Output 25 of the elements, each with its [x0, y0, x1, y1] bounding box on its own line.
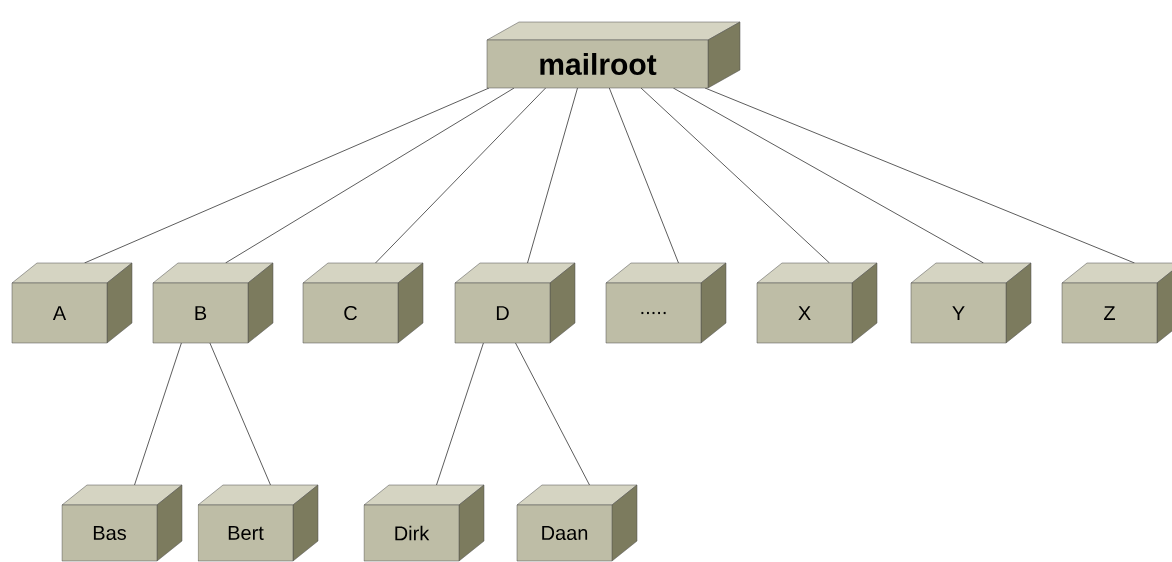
connector-line [436, 342, 484, 486]
connector-line [209, 342, 271, 486]
connector-line [225, 87, 515, 264]
box-node: Bas [61, 484, 183, 562]
box-node: A [11, 262, 133, 344]
box-node: B [152, 262, 274, 344]
connector-line [375, 87, 546, 264]
connector-line [515, 342, 590, 486]
box-node: C [302, 262, 424, 344]
connector-line [134, 342, 182, 486]
box-node: ..... [605, 262, 727, 344]
box-node: Dirk [363, 484, 485, 562]
box-node: D [454, 262, 576, 344]
box-node: Z [1061, 262, 1172, 344]
connector-line [640, 87, 830, 264]
connector-line [527, 87, 578, 264]
box-node: mailroot [486, 21, 741, 89]
connector-line [84, 87, 490, 264]
connector-line [704, 87, 1135, 264]
connector-line [608, 87, 679, 264]
box-node: X [756, 262, 878, 344]
box-node: Y [910, 262, 1032, 344]
box-node: Bert [197, 484, 319, 562]
box-node: Daan [516, 484, 638, 562]
connector-line [672, 87, 984, 264]
